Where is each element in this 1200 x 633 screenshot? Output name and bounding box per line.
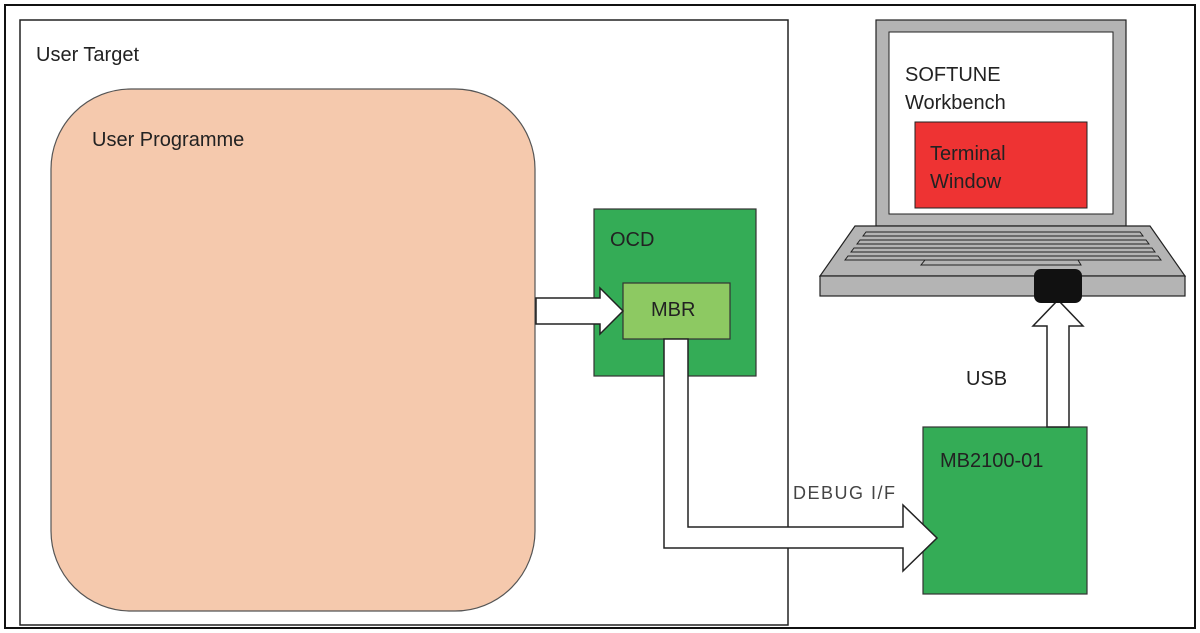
terminal-label-line1: Terminal — [930, 143, 1006, 165]
user-target-label: User Target — [36, 44, 140, 66]
programme-to-mbr-arrow — [535, 286, 625, 336]
mbr-label: MBR — [651, 299, 696, 321]
debug-if-arrow — [663, 338, 939, 573]
ocd-label: OCD — [610, 229, 655, 251]
keyboard-rows — [844, 231, 1162, 261]
terminal-window — [914, 121, 1088, 209]
softune-label-line1: SOFTUNE — [905, 64, 1001, 86]
user-programme-box — [50, 88, 536, 612]
mb2100-board — [922, 426, 1088, 595]
debug-if-label: DEBUG I/F — [793, 483, 897, 503]
softune-label-line2: Workbench — [905, 92, 1006, 114]
usb-arrow — [1031, 298, 1085, 428]
user-programme-label: User Programme — [92, 129, 245, 151]
laptop-front-edge — [819, 275, 1186, 297]
usb-port — [1034, 269, 1082, 303]
laptop-space-bar — [919, 259, 1082, 266]
mb2100-label: MB2100-01 — [940, 450, 1044, 472]
usb-label: USB — [966, 368, 1008, 390]
terminal-label-line2: Window — [930, 171, 1002, 193]
mbr-box — [622, 282, 731, 340]
